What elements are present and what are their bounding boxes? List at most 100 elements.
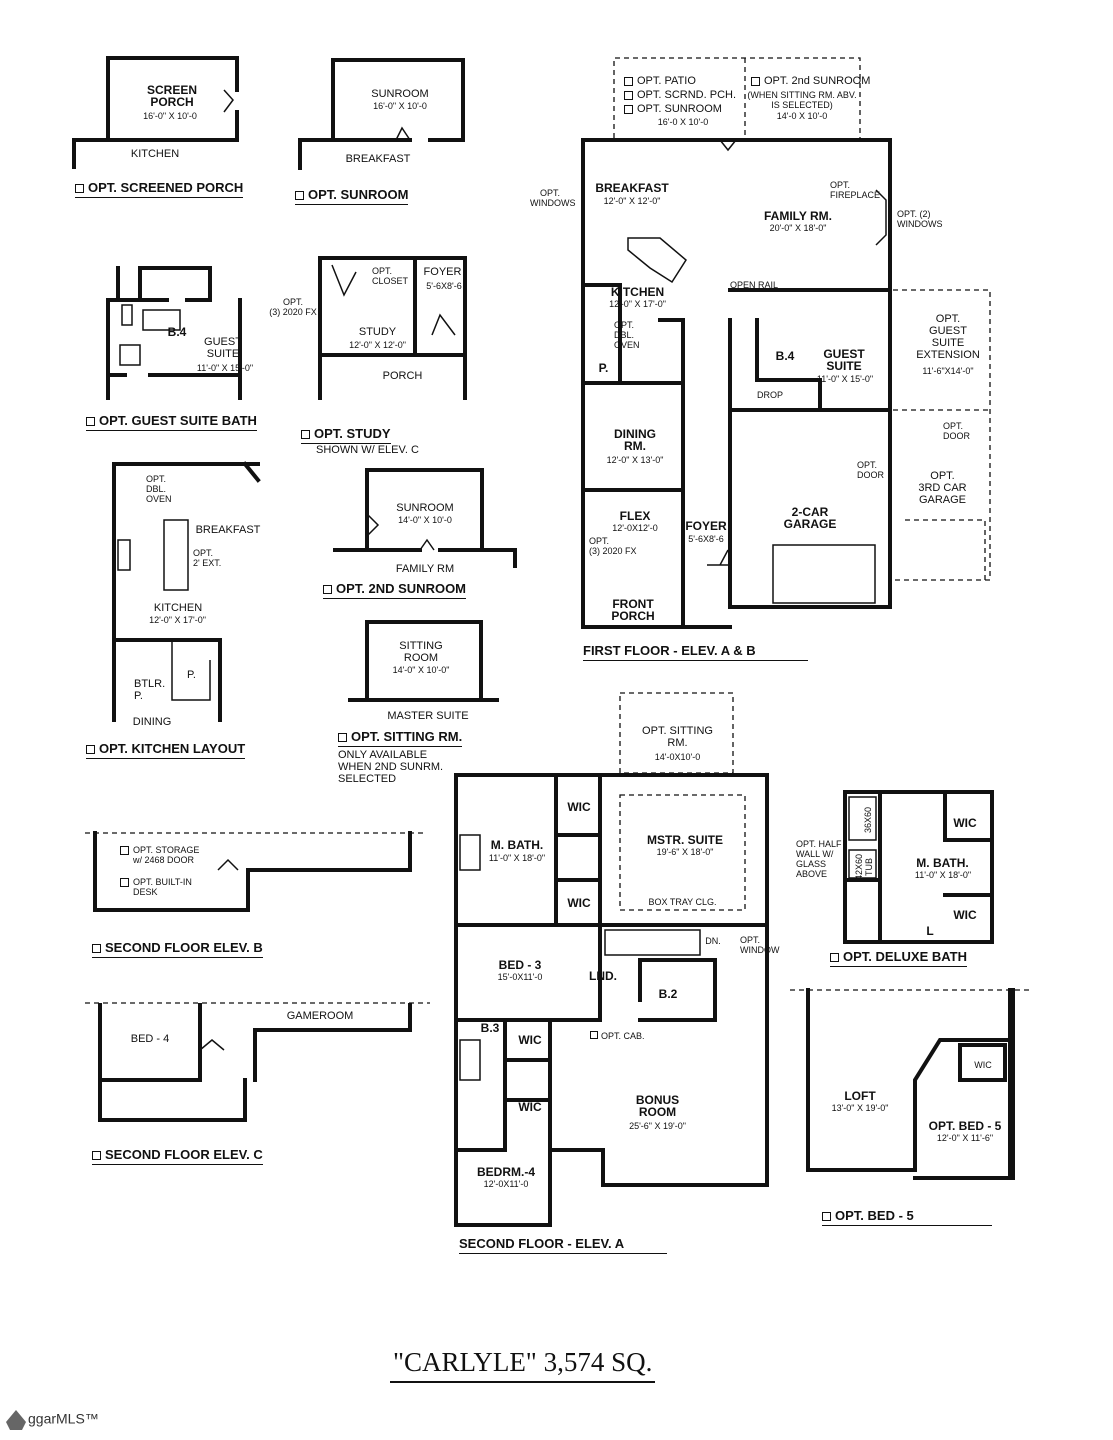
front-porch-label: FRONT PORCH — [611, 597, 655, 623]
bed4-dimensions: 12'-0x11'-0 — [483, 1179, 529, 1189]
caption-second-floor-a: SECOND FLOOR - ELEV. A — [459, 1236, 667, 1254]
deluxe-bath-plan — [843, 790, 994, 944]
checkbox-icon — [75, 184, 84, 194]
second-floor-elev-c-plan — [85, 1002, 430, 1122]
bed3-dimensions: 15'-0x11'-0 — [497, 972, 543, 982]
sitting-rm-note: ONLY AVAILABLE WHEN 2ND SUNRM. SELECTED — [338, 749, 444, 785]
opt-built-in-desk: OPT. BUILT-IN DESK — [120, 877, 192, 897]
checkbox-icon — [120, 846, 129, 856]
open-rail-label: OPEN RAIL — [730, 280, 779, 290]
sitting-room-master-label: MASTER SUITE — [387, 710, 469, 722]
master-bath-dimensions: 11'-0" x 18'-0" — [488, 853, 546, 863]
second-floor-elev-b-plan — [85, 831, 425, 912]
caption-sunroom: OPT. SUNROOM — [295, 187, 409, 205]
checkbox-icon — [295, 191, 304, 201]
deluxe-wic-2: WIC — [953, 908, 977, 922]
master-bath-label: M. BATH. — [490, 838, 544, 852]
dining-room-label: DINING RM. — [614, 427, 656, 453]
bed4-label: BEDRM.-4 — [476, 1165, 535, 1179]
kitchen-layout-oven-label: OPT. DBL. OVEN — [146, 474, 172, 504]
sitting-room-plan — [348, 620, 499, 702]
study-note: SHOWN W/ ELEV. C — [316, 444, 419, 456]
opt-window-label: OPT. WINDOW — [740, 935, 780, 955]
laundry-label: LND. — [589, 969, 617, 983]
opt-sunroom: OPT. SUNROOM — [624, 103, 722, 115]
screened-porch-plan — [72, 56, 239, 169]
dbl-oven-label: OPT. DBL. OVEN — [614, 320, 640, 350]
caption-kitchen-layout: OPT. KITCHEN LAYOUT — [86, 741, 246, 759]
study-label: STUDY — [358, 326, 397, 338]
checkbox-icon — [323, 585, 332, 595]
opt-3rd-garage-label: OPT. 3rd CAR GARAGE — [918, 470, 967, 506]
bed5-dimensions: 12'-0" x 11'-6" — [936, 1133, 994, 1143]
foyer-label: FOYER — [685, 519, 727, 533]
opt-door-label: OPT. DOOR — [943, 421, 970, 441]
caption-bed-5: OPT. BED - 5 — [822, 1208, 992, 1226]
bonus-room-label: BONUS ROOM — [635, 1093, 680, 1119]
opt-guest-ext-label: OPT. GUEST SUITE EXTENSION — [916, 313, 980, 361]
study-plan — [318, 256, 467, 400]
master-suite-dimensions: 19'-6" x 18'-0" — [656, 847, 714, 857]
b3-label: B.3 — [480, 1021, 500, 1035]
opt-fireplace-label: OPT. FIREPLACE — [830, 180, 881, 200]
second-sunroom-dimensions: 14'-0" x 10'-0 — [398, 515, 452, 525]
study-closet-label: OPT. CLOSET — [372, 266, 409, 286]
deluxe-linen-label: L — [926, 924, 934, 938]
opt-door2-label: OPT. DOOR — [857, 460, 884, 480]
kitchen-layout-pantry-label: P. — [187, 669, 196, 681]
opt-two-windows-label: OPT. (2) WINDOWS — [897, 209, 943, 229]
checkbox-icon — [301, 430, 310, 440]
plan-title: "CARLYLE" 3,574 SQ. — [390, 1347, 656, 1383]
sitting-room-dimensions: 14'-0" x 10'-0" — [392, 665, 450, 675]
guest-bath-b4-label: B.4 — [167, 325, 187, 339]
checkbox-icon — [590, 1031, 598, 1039]
dining-room-dimensions: 12'-0" x 13'-0" — [606, 455, 664, 465]
family-room-dimensions: 20'-0" x 18'-0" — [769, 223, 827, 233]
sunroom-dimensions: 16'-0" x 10'-0 — [373, 101, 427, 111]
screen-porch-kitchen-label: KITCHEN — [130, 148, 180, 160]
deluxe-master-bath-dimensions: 11'-0" x 18'-0" — [914, 870, 972, 880]
opt-windows-label: OPT. WINDOWS — [530, 188, 576, 208]
checkbox-icon — [86, 417, 95, 427]
caption-study: OPT. STUDY — [301, 426, 391, 444]
opt-2nd-sunroom: OPT. 2nd SUNROOM — [751, 75, 870, 87]
kitchen-layout-kitchen-label: KITCHEN — [153, 602, 203, 614]
guest-suite-bath-plan — [106, 266, 242, 400]
study-foyer-label: FOYER — [423, 266, 462, 278]
flex-dimensions: 12'-0x12'-0 — [612, 523, 658, 533]
loft-label: LOFT — [844, 1089, 876, 1103]
caption-first-floor: FIRST FLOOR - ELEV. A & B — [583, 643, 808, 661]
flex-fx-label: OPT. (3) 2020 FX — [589, 536, 637, 556]
guest-suite-label: GUEST SUITE — [204, 336, 242, 360]
study-fx-label: OPT. (3) 2020 FX — [269, 297, 317, 317]
bed3-label: BED - 3 — [498, 958, 542, 972]
opt-patio: OPT. PATIO — [624, 75, 696, 87]
guest-ext-dimensions: 11'-6"X14'-0" — [922, 366, 974, 376]
checkbox-icon — [86, 745, 95, 755]
wic-label-3: WIC — [518, 1033, 542, 1047]
caption-second-floor-b: SECOND FLOOR ELEV. B — [92, 940, 263, 958]
screen-porch-dimensions: 16'-0" x 10'-0 — [143, 111, 197, 121]
breakfast-dimensions: 12'-0" x 12'-0" — [603, 196, 661, 206]
sunroom-label: SUNROOM — [371, 88, 429, 100]
checkbox-icon — [822, 1212, 831, 1222]
bonus-room-dimensions: 25'-6" x 19'-0" — [629, 1121, 686, 1131]
opt-sitting-room-label: OPT. SITTING RM. — [642, 725, 713, 749]
tub-size-label: 42x60 TUB — [854, 853, 874, 881]
checkbox-icon — [92, 1151, 101, 1161]
half-wall-label: OPT. HALF WALL w/ GLASS ABOVE — [796, 839, 842, 879]
kitchen-layout-dining-label: DINING — [132, 716, 172, 728]
stair-down-label: DN. — [705, 936, 721, 946]
family-room-label: FAMILY RM. — [763, 209, 832, 223]
opt-bed-5-plan — [790, 988, 1030, 1180]
bed5-wic-label: WIC — [974, 1060, 992, 1070]
kitchen-dimensions: 12'-0" x 17'-0" — [609, 299, 666, 309]
checkbox-icon — [120, 878, 129, 888]
breakfast-label: BREAKFAST — [595, 181, 669, 195]
wic-label-2: WIC — [567, 896, 591, 910]
caption-second-sunroom: OPT. 2ND SUNROOM — [323, 581, 467, 599]
shower-size-label: 36x60 — [863, 806, 873, 833]
mls-logo-icon — [6, 1410, 26, 1430]
kitchen-layout-ext-label: OPT. 2' EXT. — [193, 548, 222, 568]
